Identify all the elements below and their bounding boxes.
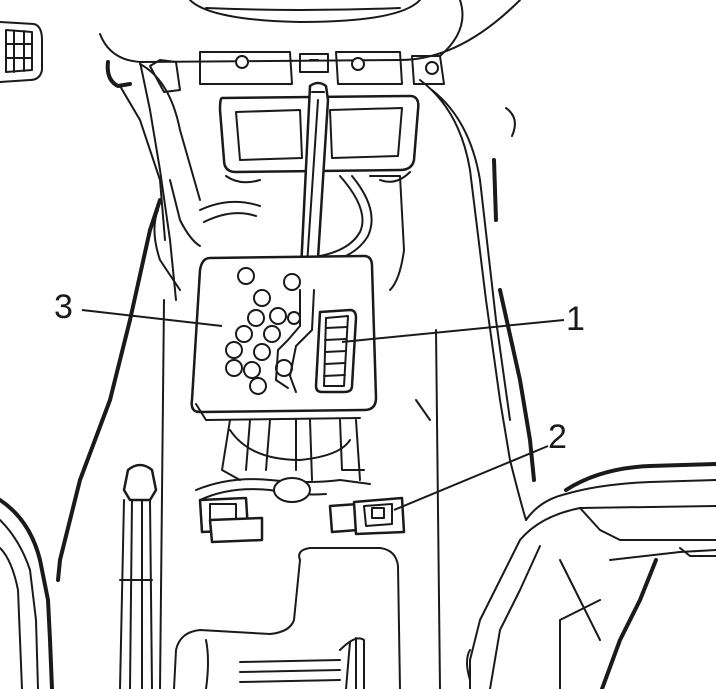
callout-2: 2 xyxy=(393,418,567,511)
shift-lever xyxy=(298,81,330,292)
connector xyxy=(352,496,406,536)
floor-panel-right xyxy=(466,462,716,689)
callout-label-3: 3 xyxy=(54,288,73,326)
leader-line-2 xyxy=(393,445,549,511)
mounting-bracket xyxy=(139,51,445,201)
floor-tunnel xyxy=(173,547,401,689)
callout-1: 1 xyxy=(341,300,585,343)
leader-line-1 xyxy=(341,319,565,343)
position-indicator-window xyxy=(314,308,358,394)
air-vent-grille xyxy=(0,21,43,83)
console-left-side xyxy=(0,60,201,689)
shift-mechanism xyxy=(195,419,371,544)
dashboard-lower-edge xyxy=(99,0,521,63)
handbrake-area xyxy=(119,299,165,689)
callout-label-1: 1 xyxy=(566,300,585,338)
callout-label-2: 2 xyxy=(548,418,567,456)
callout-3: 3 xyxy=(54,288,223,327)
console-right-side xyxy=(415,79,536,689)
leader-line-3 xyxy=(81,309,223,327)
